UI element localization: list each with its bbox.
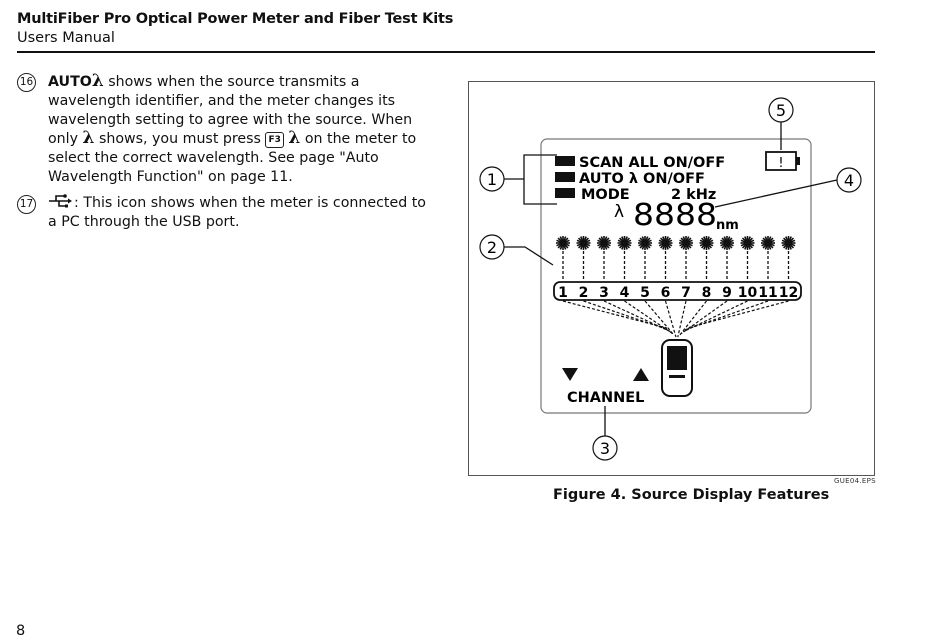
callout-5-label: 5	[776, 101, 786, 120]
laser-burst-icon	[597, 236, 611, 250]
callout-2: 2	[479, 234, 505, 260]
indicator-label: SCAN ALL ON/OFF	[579, 155, 725, 171]
fan-line	[664, 300, 677, 338]
lambda-symbol: λ	[91, 71, 104, 91]
fan-line	[684, 300, 769, 331]
indicator-mode: MODE 2 kHz	[555, 187, 716, 203]
channel-up-arrow-icon	[633, 368, 649, 381]
indicator-label: AUTO λ ON/OFF	[579, 171, 705, 187]
channel-number: 7	[681, 285, 691, 301]
callout-3-label: 3	[600, 439, 610, 458]
auto-label: AUTO	[48, 74, 92, 90]
laser-burst-icon	[638, 236, 652, 250]
usb-icon	[49, 194, 72, 208]
document-subtitle: Users Manual	[17, 30, 115, 46]
header-rule	[17, 51, 875, 53]
channel-number: 4	[620, 285, 630, 301]
item-text-part: : This icon shows when the meter is conn…	[48, 195, 426, 230]
callout-2-label: 2	[487, 238, 497, 257]
figure-file-id: GUE04.EPS	[834, 477, 876, 485]
channel-number: 8	[702, 285, 712, 301]
callout-4: 4	[836, 167, 862, 193]
indicator-label: MODE	[581, 187, 630, 203]
channel-label: CHANNEL	[567, 390, 644, 406]
lcd-display-outline	[540, 138, 812, 414]
laser-burst-icon	[556, 236, 570, 250]
fan-line	[686, 300, 789, 329]
f3-key-icon: F3	[265, 132, 284, 149]
channel-number: 9	[722, 285, 732, 301]
channel-number: 3	[599, 285, 609, 301]
item-text-part: shows when the source transmits a wavele…	[48, 74, 413, 148]
indicator-block	[555, 188, 575, 198]
indicator-block	[555, 172, 575, 182]
fan-line	[603, 300, 671, 333]
lambda-symbol: λ	[288, 128, 301, 149]
laser-burst-icon	[740, 236, 755, 250]
laser-burst-icon	[679, 236, 693, 250]
lambda-symbol: λ	[614, 202, 624, 222]
laser-burst-icon	[576, 236, 591, 250]
wavelength-unit: nm	[716, 218, 739, 233]
channel-number: 5	[640, 285, 650, 301]
callout-2-leader	[504, 246, 554, 266]
callout-5: 5	[768, 97, 794, 123]
callout-3: 3	[592, 435, 618, 461]
fan-line	[677, 300, 687, 338]
channel-number: 1	[558, 285, 568, 301]
laser-burst-icon	[699, 236, 714, 250]
item-text-part: shows, you must press	[94, 131, 266, 148]
callout-1-label: 1	[487, 170, 497, 189]
item-number-badge: 17	[17, 195, 36, 214]
laser-burst-icon	[658, 236, 673, 250]
laser-burst-icon	[617, 236, 632, 250]
channel-number: 12	[779, 285, 798, 301]
fan-line	[679, 300, 707, 336]
indicator-block	[555, 156, 575, 166]
item-text: : This icon shows when the meter is conn…	[48, 194, 437, 232]
laser-burst-icon	[761, 236, 775, 250]
laser-burst-icon	[781, 236, 796, 250]
fan-line	[583, 300, 669, 331]
battery-warning-icon: !	[765, 151, 800, 171]
fan-line	[644, 300, 675, 336]
lambda-symbol: λ	[82, 128, 95, 149]
channel-number: 2	[579, 285, 589, 301]
item-text: AUTOλ shows when the source transmits a …	[48, 72, 437, 187]
channel-down-arrow-icon	[562, 368, 578, 381]
indicator-scan-all: SCAN ALL ON/OFF	[555, 155, 725, 171]
fan-line	[562, 300, 668, 329]
list-item-17: 17 : This icon shows when the meter is c…	[17, 194, 437, 232]
list-item-16: 16 AUTOλ shows when the source transmits…	[17, 72, 437, 187]
channel-number: 11	[758, 285, 777, 301]
wavelength-readout: 8888	[633, 198, 717, 233]
battery-mark: !	[778, 156, 783, 171]
figure-frame: 1 SCAN ALL ON/OFF AUTO λ ON/OFF MODE 2 k…	[468, 81, 875, 476]
figure-caption: Figure 4. Source Display Features	[553, 487, 830, 503]
fan-line	[682, 300, 748, 333]
item-number-badge: 16	[17, 73, 36, 92]
channel-number: 6	[661, 285, 671, 301]
callout-4-label: 4	[844, 171, 854, 190]
laser-burst-icon	[720, 236, 734, 250]
document-title: MultiFiber Pro Optical Power Meter and F…	[17, 11, 454, 27]
source-display-diagram: 1 SCAN ALL ON/OFF AUTO λ ON/OFF MODE 2 k…	[479, 97, 862, 461]
mode-value: 2 kHz	[671, 187, 716, 203]
channel-number-box	[553, 281, 802, 301]
item-text-part: on the meter to select the correct wavel…	[48, 131, 417, 185]
indicator-auto-lambda: AUTO λ ON/OFF	[555, 171, 705, 187]
fan-line	[681, 300, 728, 334]
page-number: 8	[16, 623, 26, 639]
channel-fan-lines	[562, 300, 789, 338]
callout-4-leader	[714, 179, 838, 208]
callout-1: 1	[479, 166, 505, 192]
channel-number: 10	[738, 285, 758, 301]
meter-device-icon	[661, 339, 693, 397]
